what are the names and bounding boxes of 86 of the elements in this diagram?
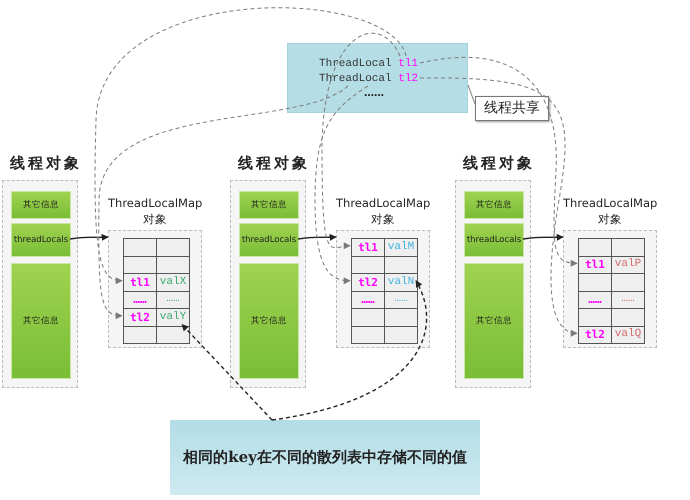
value-text: …… xyxy=(621,294,635,306)
field-box xyxy=(464,263,524,379)
table-cell xyxy=(123,326,157,344)
field-box xyxy=(239,263,299,379)
table-cell xyxy=(578,326,612,344)
key-text: tl1 xyxy=(585,259,605,270)
key-text: tl1 xyxy=(130,276,150,288)
arrow xyxy=(94,7,406,284)
note-box xyxy=(170,420,480,495)
callout-text: 线程共享 xyxy=(484,99,540,118)
value-text: valY xyxy=(160,312,186,323)
table-cell xyxy=(611,238,645,256)
panel-heading: 线程对象 xyxy=(10,153,82,174)
table-cell xyxy=(384,238,418,256)
arrow xyxy=(322,32,400,250)
field-label: 其它信息 xyxy=(251,198,287,212)
field-box xyxy=(464,223,524,257)
table-cell xyxy=(351,308,385,326)
value-text: valX xyxy=(160,276,186,288)
ellipsis-text: …… xyxy=(364,88,384,100)
panel-heading: 线程对象 xyxy=(238,153,310,174)
arrow xyxy=(420,56,578,266)
table-cell xyxy=(123,238,157,256)
key-text: tl2 xyxy=(358,276,378,288)
value-text: …… xyxy=(394,294,408,306)
field-label: threadLocals xyxy=(466,234,522,246)
table-cell xyxy=(156,326,190,344)
field-box xyxy=(11,223,71,257)
value-text: valN xyxy=(388,276,414,288)
arrow xyxy=(298,234,337,241)
panel-heading: ThreadLocalMap 对象 xyxy=(108,195,202,227)
value-text: valQ xyxy=(614,329,642,340)
table-cell xyxy=(351,273,385,292)
key-text: …… xyxy=(588,294,602,306)
field-box xyxy=(464,191,524,219)
panel-heading: 线程对象 xyxy=(463,153,535,174)
field-label: 其它信息 xyxy=(476,198,512,212)
value-text: valM xyxy=(388,242,414,253)
field-label: 其它信息 xyxy=(476,314,512,328)
field-label: 其它信息 xyxy=(23,198,59,212)
table-cell xyxy=(156,308,190,326)
table-cell xyxy=(384,308,418,326)
panel-heading: ThreadLocalMap 对象 xyxy=(563,195,657,227)
field-label: 其它信息 xyxy=(23,314,59,328)
table-cell xyxy=(611,273,645,292)
table-cell xyxy=(578,308,612,326)
arrow xyxy=(70,234,109,241)
key-text: tl2 xyxy=(130,312,150,323)
table-cell xyxy=(384,326,418,344)
callout-box xyxy=(475,96,549,121)
table-cell xyxy=(156,273,190,292)
arrow xyxy=(182,324,272,420)
key-text: …… xyxy=(361,294,375,306)
table-cell xyxy=(351,326,385,344)
field-label: 其它信息 xyxy=(251,314,287,328)
field-label: threadLocals xyxy=(242,234,296,246)
table-cell xyxy=(611,308,645,326)
key-text: …… xyxy=(133,294,147,306)
arrow xyxy=(420,78,578,336)
key-text: tl2 xyxy=(585,329,605,340)
leader-line xyxy=(468,84,476,104)
arrow xyxy=(272,280,428,421)
table-cell xyxy=(578,238,612,256)
table-cell xyxy=(578,273,612,292)
field-box xyxy=(239,191,299,219)
arrow xyxy=(98,86,348,319)
variable-declaration: ThreadLocal tl1 xyxy=(319,57,418,72)
value-text: valP xyxy=(614,259,642,270)
table-cell xyxy=(384,273,418,292)
variable-declaration: ThreadLocal tl2 xyxy=(319,72,418,87)
note-text: 相同的key在不同的散列表中存储不同的值 xyxy=(183,447,467,468)
key-text: tl1 xyxy=(358,242,378,253)
table-cell xyxy=(123,308,157,326)
value-text: …… xyxy=(166,294,180,306)
table-cell xyxy=(611,326,645,344)
field-box xyxy=(11,191,71,219)
shared-panel xyxy=(287,43,468,113)
table-cell xyxy=(351,238,385,256)
field-box xyxy=(239,223,299,257)
table-cell xyxy=(156,238,190,256)
arrow xyxy=(522,234,564,241)
table-cell xyxy=(123,273,157,292)
field-label: threadLocals xyxy=(14,234,68,246)
arrow xyxy=(314,86,368,284)
field-box xyxy=(11,263,71,379)
panel-heading: ThreadLocalMap 对象 xyxy=(336,195,430,227)
